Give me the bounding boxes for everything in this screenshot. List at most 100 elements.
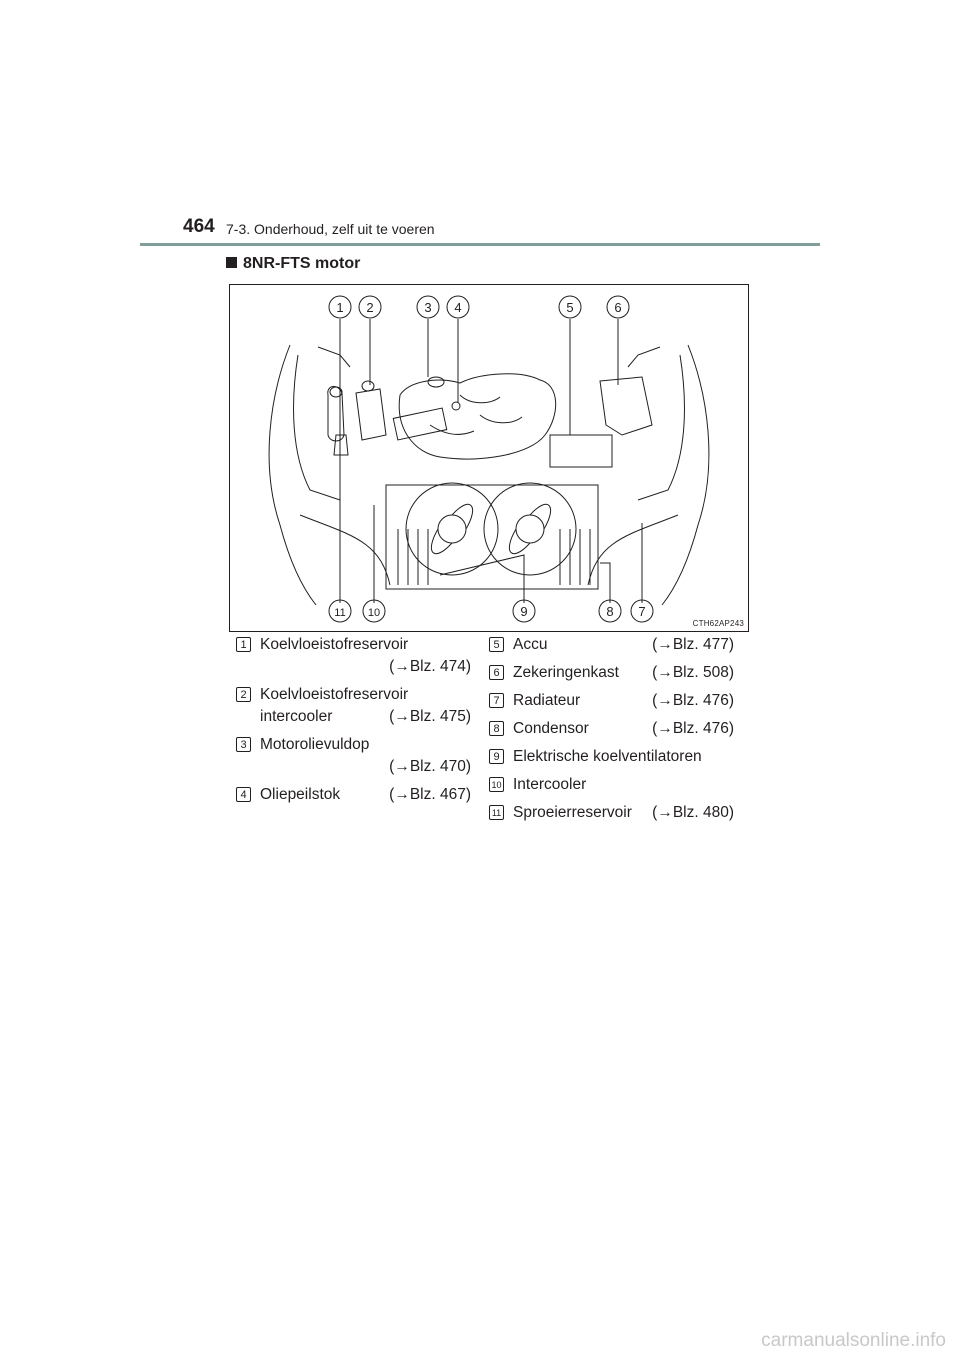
callout-1 (328, 295, 352, 319)
callout-4-label: 4 (454, 300, 461, 315)
legend-item-6: 6 Zekeringenkast (→Blz. 508) (489, 662, 734, 684)
legend-item-name: Accu (513, 636, 548, 653)
legend-item-7: 7 Radiateur (→Blz. 476) (489, 690, 734, 712)
car-body-outline (268, 344, 710, 606)
legend-right-column: 5 Accu (→Blz. 477) 6 Zekeringenkast (→Bl… (489, 634, 734, 830)
legend-item-ref: (→Blz. 477) (652, 636, 734, 653)
legend-left-column: 1 Koelvloeistofreservoir (→Blz. 474) 2 K… (236, 634, 476, 812)
legend-item-name-line2: intercooler (260, 708, 333, 725)
legend-number-badge: 3 (236, 737, 251, 752)
legend-number-badge: 9 (489, 749, 504, 764)
callout-1-label: 1 (336, 300, 343, 315)
legend-item-10: 10 Intercooler (489, 774, 729, 796)
legend-item-name: Oliepeilstok (260, 786, 341, 803)
coolant-cap (329, 386, 343, 398)
callout-2 (358, 295, 382, 319)
callout-11-label: 11 (334, 607, 345, 619)
leader-lines (339, 319, 643, 603)
callout-5-label: 5 (566, 300, 573, 315)
legend-item-ref: (→Blz. 480) (652, 804, 734, 821)
radiator-fins (397, 529, 591, 585)
legend-item-5: 5 Accu (→Blz. 477) (489, 634, 734, 656)
legend-number-badge: 1 (236, 637, 251, 652)
figure-code: CTH62AP243 (692, 619, 744, 628)
callout-9 (512, 599, 536, 623)
engine-bay-drawing: 1 2 3 4 5 6 7 8 9 10 11 (268, 295, 710, 623)
callout-10 (362, 599, 386, 623)
watermark: carmanualsonline.info (761, 1330, 946, 1351)
callout-7-label: 7 (638, 604, 645, 619)
legend-item-ref: (→Blz. 476) (652, 720, 734, 737)
running-header: 7-3. Onderhoud, zelf uit te voeren (226, 221, 435, 237)
callout-11 (328, 599, 352, 623)
legend-item-name: Motorolievuldop (260, 736, 370, 753)
legend-item-name: Radiateur (513, 692, 581, 709)
callout-5 (558, 295, 582, 319)
callout-8-label: 8 (606, 604, 613, 619)
legend-number-badge: 5 (489, 637, 504, 652)
legend-item-name: Condensor (513, 720, 589, 737)
battery-shape (549, 434, 613, 468)
legend-number-badge: 2 (236, 687, 251, 702)
callout-4 (446, 295, 470, 319)
legend-item-ref: (→Blz. 470) (389, 758, 471, 775)
callout-2-label: 2 (366, 300, 373, 315)
header-rule (140, 243, 820, 246)
fender-right (637, 354, 685, 501)
dipstick-handle (451, 401, 461, 411)
legend-item-ref: (→Blz. 475) (389, 708, 471, 725)
legend-item-8: 8 Condensor (→Blz. 476) (489, 718, 734, 740)
intercooler-reservoir-cap (361, 380, 375, 392)
legend-item-ref: (→Blz. 476) (652, 692, 734, 709)
legend-number-badge: 6 (489, 665, 504, 680)
air-intake-box (392, 407, 448, 441)
cooling-fan-right-hub (515, 514, 545, 544)
legend-item-name: Koelvloeistofreservoir (260, 636, 409, 653)
legend-item-name: Koelvloeistofreservoir (260, 686, 409, 703)
legend-item-name: Sproeierreservoir (513, 804, 632, 821)
legend-item-name: Elektrische koelventilatoren (513, 748, 702, 765)
page-number: 464 (183, 216, 215, 237)
legend-item-ref: (→Blz. 467) (389, 786, 471, 803)
legend-item-ref: (→Blz. 474) (389, 658, 471, 675)
legend-number-badge: 10 (489, 777, 504, 792)
engine-bay-illustration: 1 2 3 4 5 6 7 8 9 10 11 CTH62AP243 (229, 284, 749, 632)
callout-6 (606, 295, 630, 319)
radiator-frame (385, 484, 599, 590)
legend-item-4: 4 Oliepeilstok (→Blz. 467) (236, 784, 476, 806)
legend-item-name: Zekeringenkast (513, 664, 619, 681)
legend-item-1: 1 Koelvloeistofreservoir (→Blz. 474) (236, 634, 476, 678)
legend-number-badge: 11 (489, 805, 504, 820)
hood-hinge-right (627, 346, 661, 368)
callout-7 (630, 599, 654, 623)
cooling-fan-right (483, 482, 577, 576)
callout-8 (598, 599, 622, 623)
legend-item-3: 3 Motorolievuldop (→Blz. 470) (236, 734, 476, 778)
legend-item-ref: (→Blz. 508) (652, 664, 734, 681)
engine-detail (429, 394, 523, 435)
intercooler-reservoir-shape (355, 388, 387, 441)
callout-6-label: 6 (614, 300, 621, 315)
legend-item-2: 2 Koelvloeistofreservoir intercooler (→B… (236, 684, 476, 728)
square-bullet-icon (226, 257, 237, 268)
legend-item-11: 11 Sproeierreservoir (→Blz. 480) (489, 802, 734, 824)
legend-item-9: 9 Elektrische koelventilatoren (489, 746, 729, 768)
legend-item-name: Intercooler (513, 776, 587, 793)
callout-3 (416, 295, 440, 319)
fan-blades (430, 503, 552, 555)
callout-3-label: 3 (424, 300, 431, 315)
legend-number-badge: 7 (489, 693, 504, 708)
section-heading: 8NR-FTS motor (226, 255, 360, 273)
oil-filler-cap (427, 376, 445, 388)
legend-number-badge: 4 (236, 787, 251, 802)
engine-block (398, 373, 557, 460)
callout-9-label: 9 (520, 604, 527, 619)
hood-hinge-left (317, 346, 351, 368)
washer-reservoir-shape (333, 434, 349, 456)
section-heading-text: 8NR-FTS motor (243, 255, 361, 272)
legend-number-badge: 8 (489, 721, 504, 736)
fender-left (293, 354, 341, 501)
fuse-box-shape (599, 376, 653, 436)
cooling-fan-left-hub (437, 514, 467, 544)
callout-10-label: 10 (368, 607, 380, 619)
